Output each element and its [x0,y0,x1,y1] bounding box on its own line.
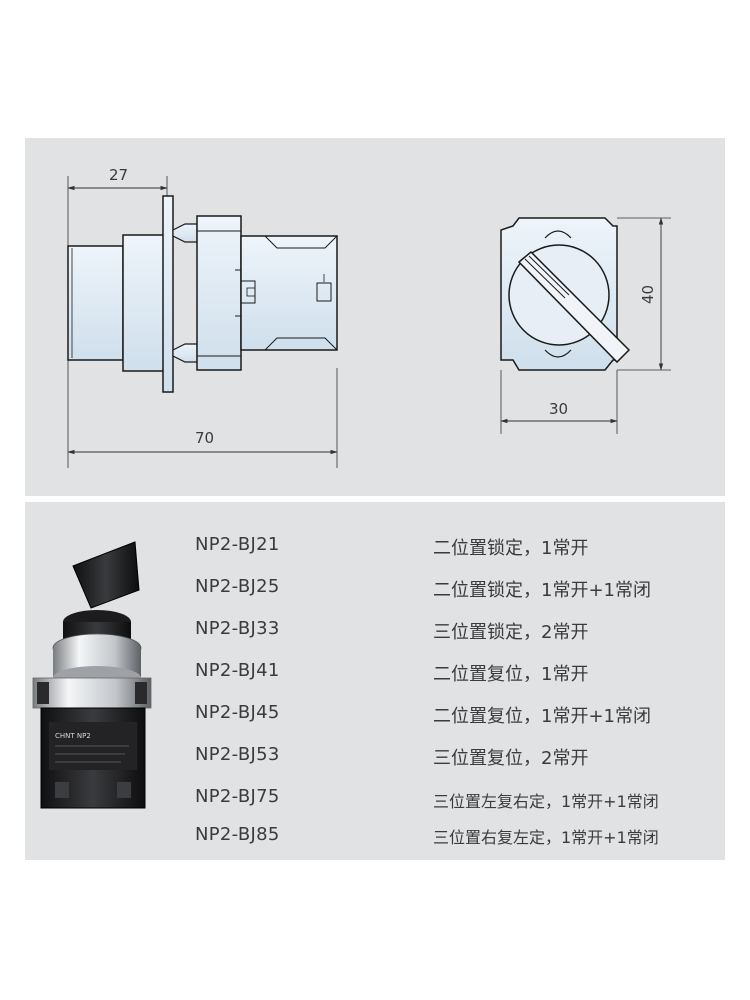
table-row: NP2-BJ45 二位置复位，1常开+1常闭 [25,696,725,736]
dimension-drawing: 27 70 [67,166,671,468]
table-row: NP2-BJ41 二位置复位，1常开 [25,654,725,694]
model-code: NP2-BJ85 [195,824,280,845]
model-code: NP2-BJ45 [195,702,280,723]
model-description: 三位置锁定，2常开 [433,622,589,643]
dim-40-label: 40 [639,285,657,304]
model-description: 二位置锁定，1常开+1常闭 [433,580,651,601]
table-row: NP2-BJ21 二位置锁定，1常开 [25,528,725,568]
model-description: 三位置右复左定，1常开+1常闭 [433,828,659,847]
product-table-panel: CHNT NP2 NP2-BJ21 二位置锁定，1常开 NP2-BJ25 二位置… [25,502,725,860]
table-row: NP2-BJ53 三位置复位，2常开 [25,738,725,778]
model-description: 二位置复位，1常开 [433,664,589,685]
model-code: NP2-BJ53 [195,744,280,765]
table-row: NP2-BJ85 三位置右复左定，1常开+1常闭 [25,818,725,858]
product-label: CHNT NP2 [55,732,91,740]
table-row: NP2-BJ75 三位置左复右定，1常开+1常闭 [25,780,725,820]
model-code: NP2-BJ21 [195,534,280,555]
dimension-drawing-panel: 27 70 [25,138,725,496]
model-code: NP2-BJ41 [195,660,280,681]
dim-70-label: 70 [195,429,214,447]
model-code: NP2-BJ75 [195,786,280,807]
table-row: NP2-BJ25 二位置锁定，1常开+1常闭 [25,570,725,610]
model-description: 三位置复位，2常开 [433,748,589,769]
model-description: 二位置锁定，1常开 [433,538,589,559]
model-code: NP2-BJ25 [195,576,280,597]
front-view: 40 30 [500,217,671,434]
model-code: NP2-BJ33 [195,618,280,639]
model-description: 二位置复位，1常开+1常闭 [433,706,651,727]
dim-27-label: 27 [109,166,128,184]
side-view: 27 70 [67,166,338,468]
table-row: NP2-BJ33 三位置锁定，2常开 [25,612,725,652]
dim-30-label: 30 [549,400,568,418]
product-photo: CHNT NP2 [32,541,152,809]
model-description: 三位置左复右定，1常开+1常闭 [433,792,659,811]
